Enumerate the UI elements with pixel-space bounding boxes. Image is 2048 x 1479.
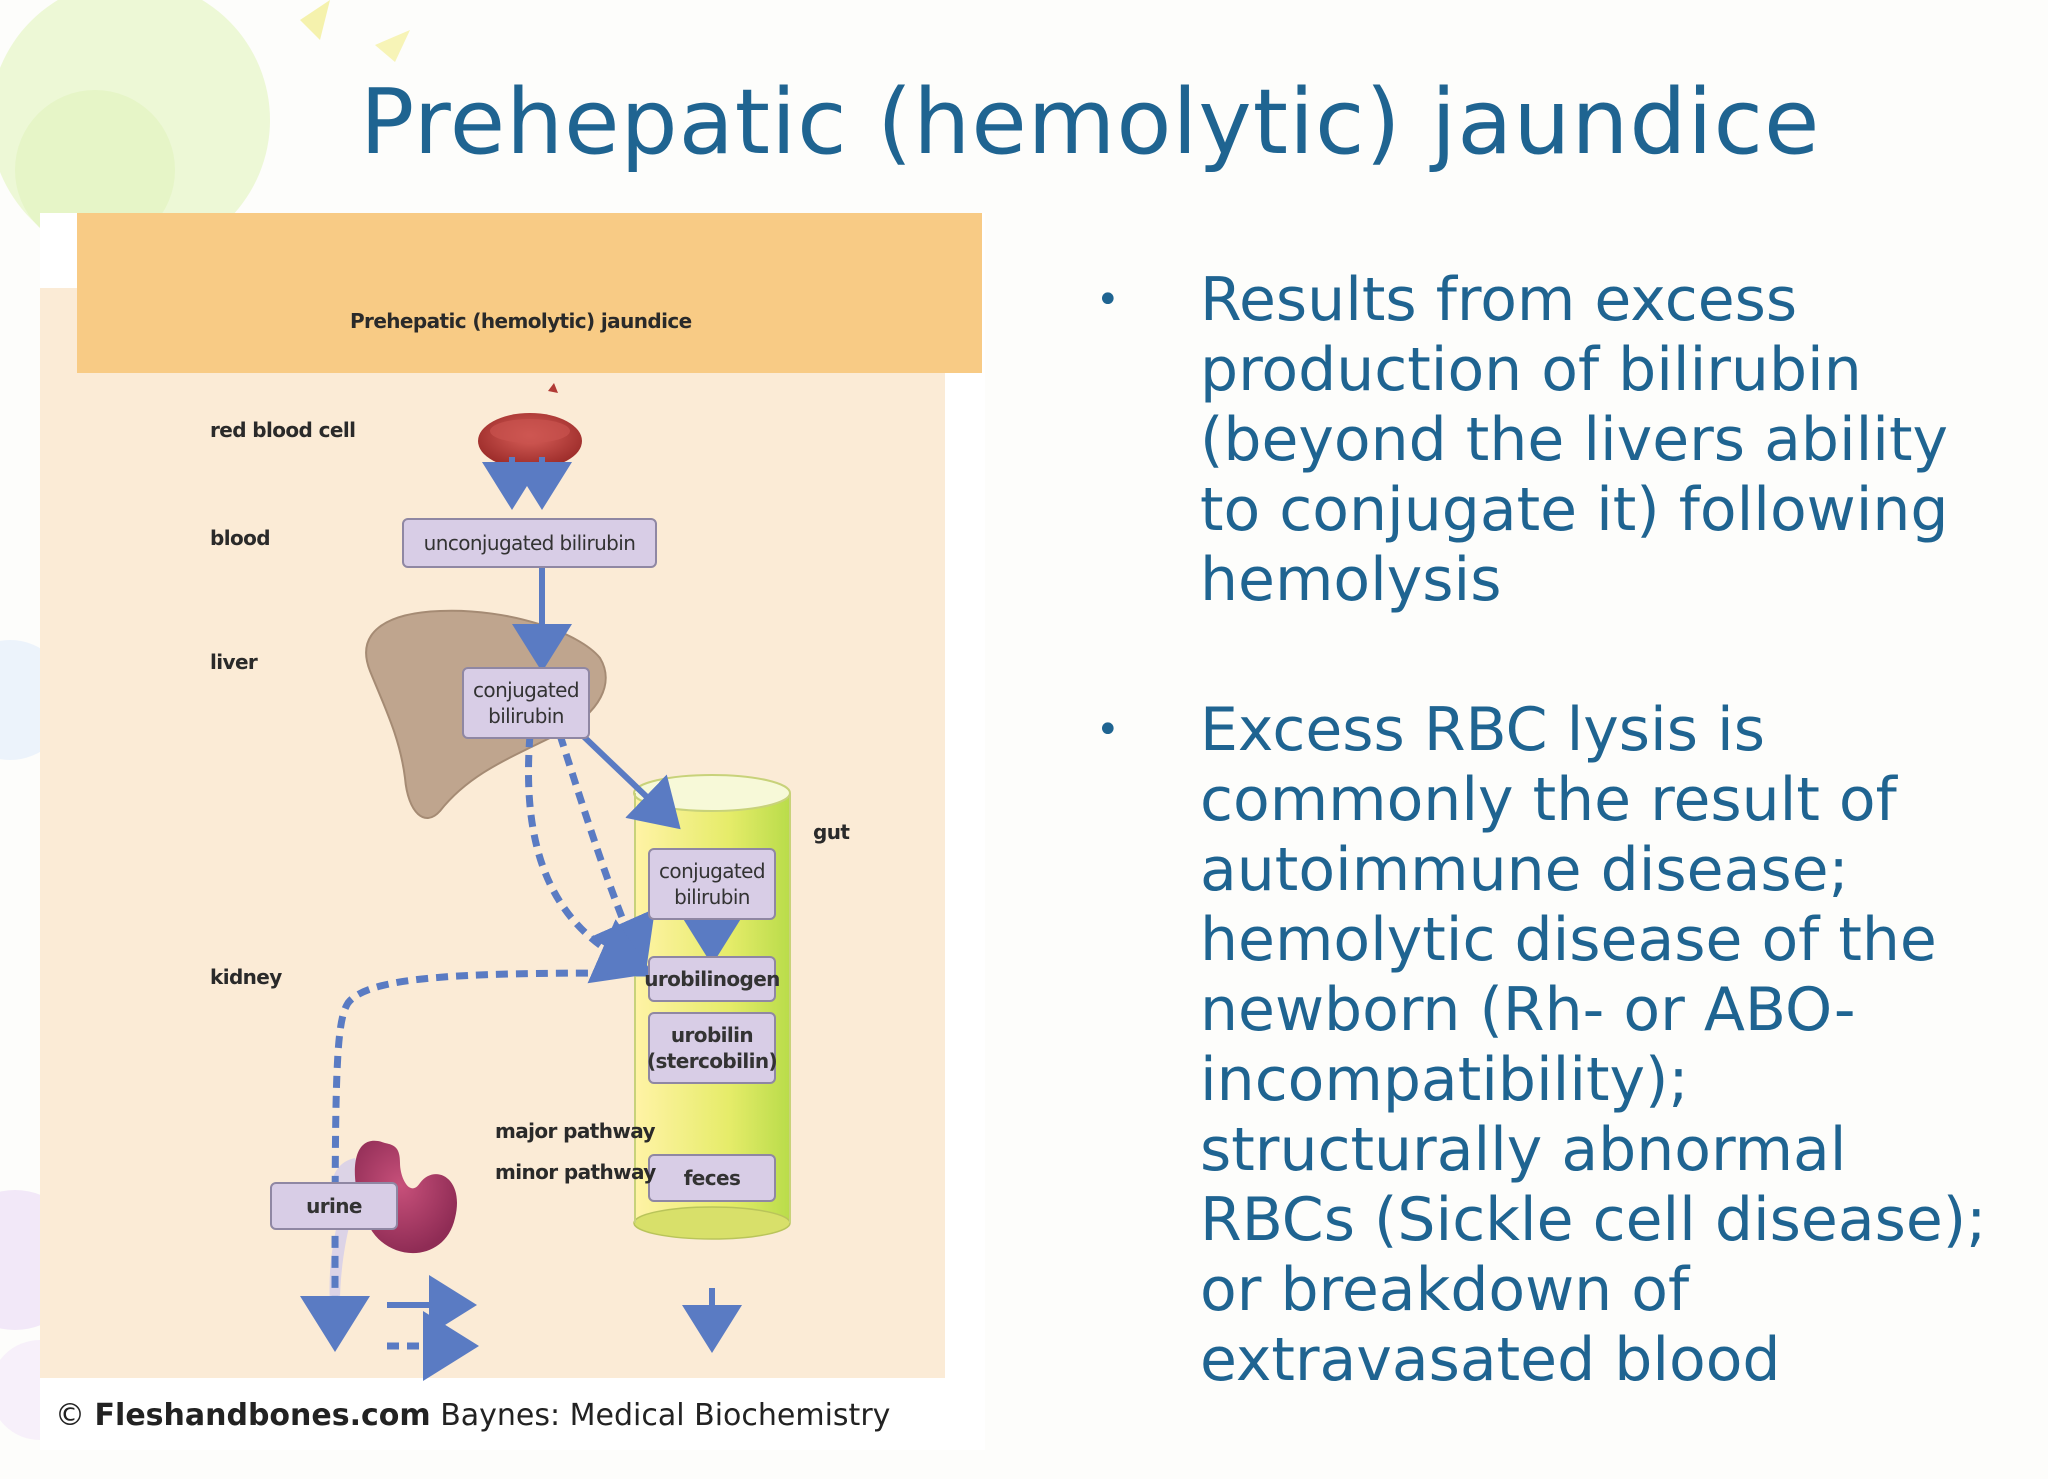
box-urobilinogen: urobilinogen bbox=[644, 956, 780, 1002]
legend-minor-pathway: minor pathway bbox=[495, 1160, 656, 1184]
figure-credit: © Fleshandbones.com Baynes: Medical Bioc… bbox=[55, 1398, 985, 1433]
box-feces: feces bbox=[648, 1154, 776, 1202]
bullet-item: • Excess RBC lysis is commonly the resul… bbox=[1090, 695, 2010, 1395]
box-gut-conjugated-line1: conjugated bbox=[659, 859, 766, 883]
legend-major-pathway: major pathway bbox=[495, 1119, 656, 1143]
major-pathway-arrows bbox=[387, 457, 742, 1353]
bullet-item: • Results from excess production of bili… bbox=[1090, 265, 2010, 615]
credit-site: Fleshandbones.com bbox=[94, 1398, 431, 1433]
box-liver-conjugated-bilirubin: conjugated bilirubin bbox=[462, 667, 590, 739]
box-feces-text: feces bbox=[683, 1166, 741, 1190]
box-urobilin-line2: (stercobilin) bbox=[646, 1049, 778, 1073]
box-urine-text: urine bbox=[306, 1194, 362, 1218]
bullet-text: Excess RBC lysis is commonly the result … bbox=[1200, 695, 1987, 1395]
box-liver-conjugated-line2: bilirubin bbox=[488, 704, 564, 728]
bullet-text: Results from excess production of biliru… bbox=[1200, 265, 1949, 615]
pathway-figure: Prehepatic (hemolytic) jaundice red bloo… bbox=[40, 213, 985, 1450]
box-gut-conjugated-line2: bilirubin bbox=[674, 885, 750, 909]
label-liver: liver bbox=[210, 650, 258, 674]
box-urobilinogen-text: urobilinogen bbox=[644, 967, 780, 991]
copyright-symbol: © bbox=[55, 1398, 85, 1433]
bullet-marker: • bbox=[1096, 277, 1120, 323]
bullet-marker: • bbox=[1096, 707, 1120, 753]
label-blood: blood bbox=[210, 526, 271, 550]
box-urobilin: urobilin (stercobilin) bbox=[646, 1012, 778, 1084]
slide-title: Prehepatic (hemolytic) jaundice bbox=[360, 70, 1821, 175]
figure-header-band bbox=[77, 213, 982, 373]
red-blood-cell-icon bbox=[478, 383, 582, 469]
bullet-list: • Results from excess production of bili… bbox=[1090, 265, 2010, 1475]
box-unconjugated-bilirubin: unconjugated bilirubin bbox=[402, 518, 657, 568]
box-urobilin-line1: urobilin bbox=[670, 1023, 754, 1047]
minor-pathway-arrows bbox=[300, 733, 656, 1381]
credit-book: Baynes: Medical Biochemistry bbox=[440, 1398, 891, 1433]
box-gut-conjugated-bilirubin: conjugated bilirubin bbox=[648, 848, 776, 920]
label-gut: gut bbox=[813, 820, 850, 844]
box-liver-conjugated-line1: conjugated bbox=[473, 678, 580, 702]
box-urine: urine bbox=[270, 1182, 398, 1230]
label-red-blood-cell: red blood cell bbox=[210, 418, 356, 442]
figure-header: Prehepatic (hemolytic) jaundice bbox=[350, 309, 692, 333]
label-kidney: kidney bbox=[210, 965, 282, 989]
box-unconjugated-bilirubin-text: unconjugated bilirubin bbox=[423, 531, 636, 555]
